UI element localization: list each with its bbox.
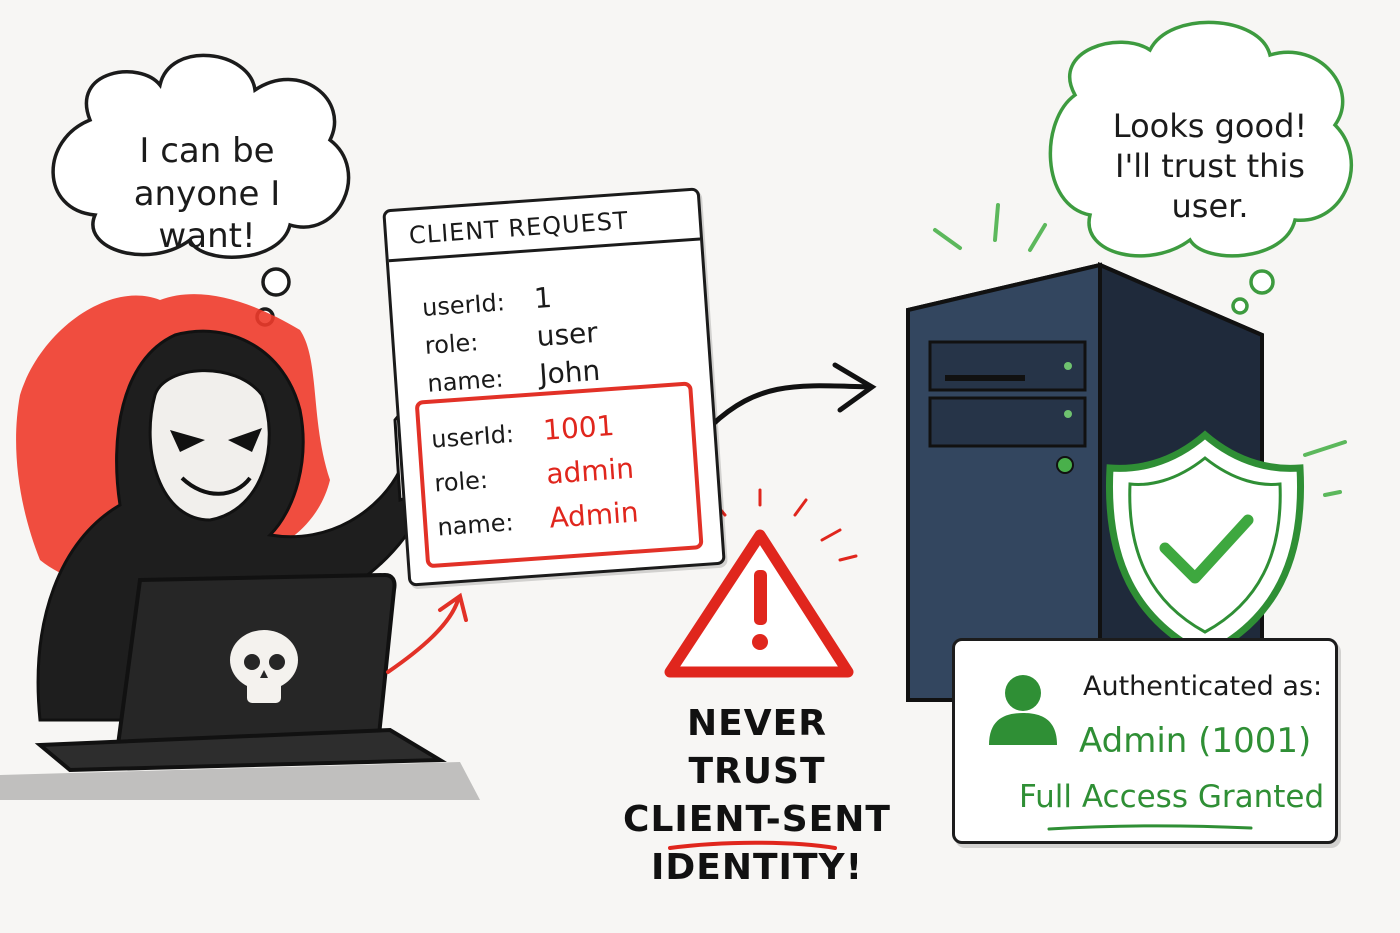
field-key: role: <box>423 328 480 360</box>
status-underline <box>1047 824 1253 831</box>
field-value: 1001 <box>542 408 616 447</box>
server-thought-text: Looks good! I'll trust this user. <box>1092 106 1328 226</box>
auth-result-card: Authenticated as: Admin (1001) Full Acce… <box>952 638 1338 844</box>
server-thought-line: user. <box>1171 187 1249 225</box>
field-key: userId: <box>430 419 515 454</box>
warning-icon <box>664 488 858 678</box>
request-field: role: user <box>424 316 599 361</box>
field-key: userId: <box>421 288 506 322</box>
hacker-thought-text: I can be anyone I want! <box>82 130 332 258</box>
field-value: 1 <box>532 280 553 316</box>
field-key: name: <box>426 364 505 398</box>
server-thought-line: I'll trust this <box>1115 147 1305 185</box>
request-field: userId: 1 <box>421 281 553 323</box>
field-value: John <box>538 353 602 391</box>
warning-line: NEVER TRUST <box>687 703 827 792</box>
client-request-card: CLIENT REQUEST userId: 1 role: user name… <box>382 187 726 587</box>
skull-icon <box>230 630 298 703</box>
field-key: name: <box>436 508 515 542</box>
thought-bubble-icon <box>51 53 351 327</box>
field-key: role: <box>433 465 489 498</box>
warning-line: IDENTITY! <box>651 847 863 888</box>
auth-status: Full Access Granted <box>1019 779 1325 815</box>
thought-bubble-icon <box>1048 20 1353 315</box>
server-icon <box>906 203 1347 703</box>
hacker-thought-line: anyone I want! <box>133 173 281 257</box>
warning-underline <box>668 840 837 850</box>
arrow-icon <box>709 362 877 428</box>
warning-line: CLIENT-SENT <box>623 799 891 840</box>
auth-user: Admin (1001) <box>1079 721 1312 761</box>
field-value: Admin <box>548 495 640 535</box>
field-value: user <box>535 315 599 354</box>
hacker-thought-line: I can be <box>139 131 275 171</box>
warning-message: NEVER TRUST CLIENT-SENT IDENTITY! <box>612 700 902 892</box>
user-icon <box>989 675 1057 745</box>
server-thought-line: Looks good! <box>1112 107 1308 145</box>
auth-label: Authenticated as: <box>1083 671 1323 702</box>
arrow-icon <box>386 592 468 674</box>
field-value: admin <box>545 451 636 491</box>
shield-check-icon <box>1105 430 1305 659</box>
